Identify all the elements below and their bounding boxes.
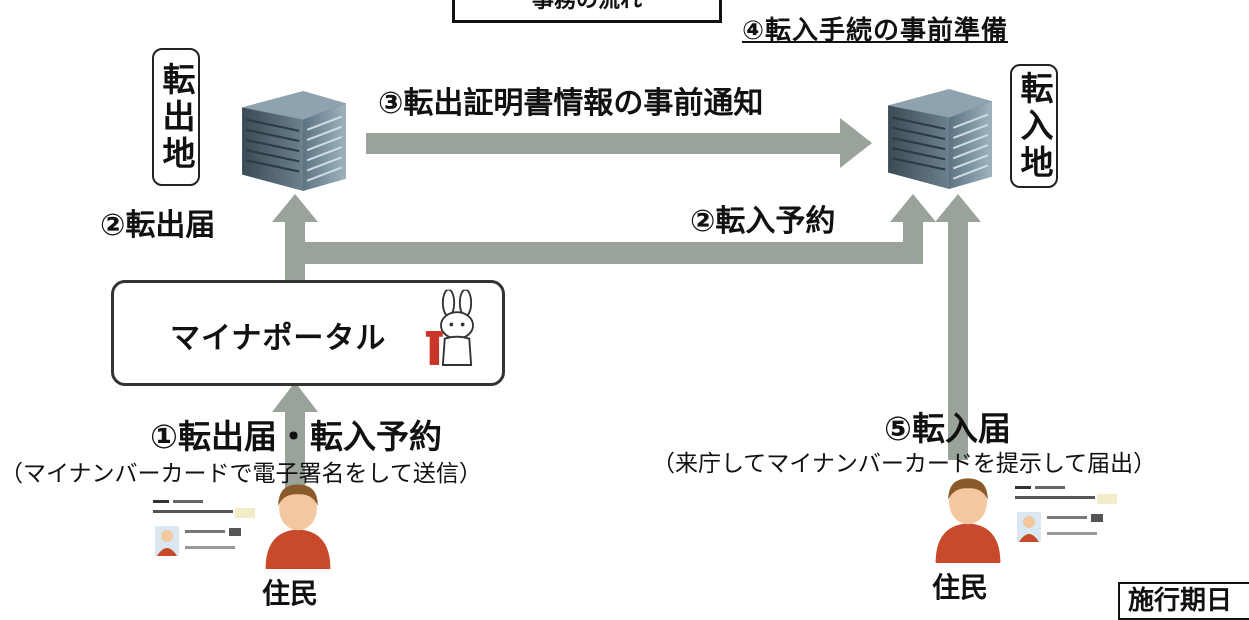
my-number-card-right-icon [1011,480,1121,560]
flow-title-box: 事務の流れ [452,0,722,23]
arrow-notice [366,118,872,168]
move-in-office-box: 転入地 [1010,64,1058,188]
flow-arrows [272,118,981,500]
building-move-in-icon [887,88,993,190]
label-move-out-notification: ②転出届 [100,208,216,243]
arrow-resident-left [272,382,318,500]
building-move-out-icon [241,90,347,192]
resident-right-icon [935,478,1001,563]
mynaportal-label: マイナポータル [170,321,387,356]
step1-note: （マイナンバーカードで電子署名をして送信） [0,461,482,487]
heading-move-in-preparation: ④転入手続の事前準備 [742,16,1009,46]
move-out-office-box: 転出地 [152,48,200,186]
resident-left-icon [265,484,331,569]
resident-right-label: 住民 [932,571,989,604]
step5-note: （来庁してマイナンバーカードを提示して届出） [652,451,1157,477]
resident-left-label: 住民 [262,577,319,610]
mynaportal-box: マイナポータル [111,280,505,386]
label-advance-notice: ③転出証明書情報の事前通知 [378,86,764,121]
effective-date-box: 施行期日 [1118,582,1249,620]
arrow-move-out [272,194,318,248]
label-move-in-reservation: ②転入予約 [690,204,836,239]
arrow-resident-right [935,194,981,460]
arrow-move-in-reserve [890,194,936,264]
my-number-card-left-icon [149,494,259,574]
arrow-reserve-bar [285,242,913,264]
mynaportal-mascot-icon [424,289,490,375]
step5-title: ⑤転入届 [884,409,1011,448]
step1-title: ①転出届・転入予約 [150,417,442,456]
